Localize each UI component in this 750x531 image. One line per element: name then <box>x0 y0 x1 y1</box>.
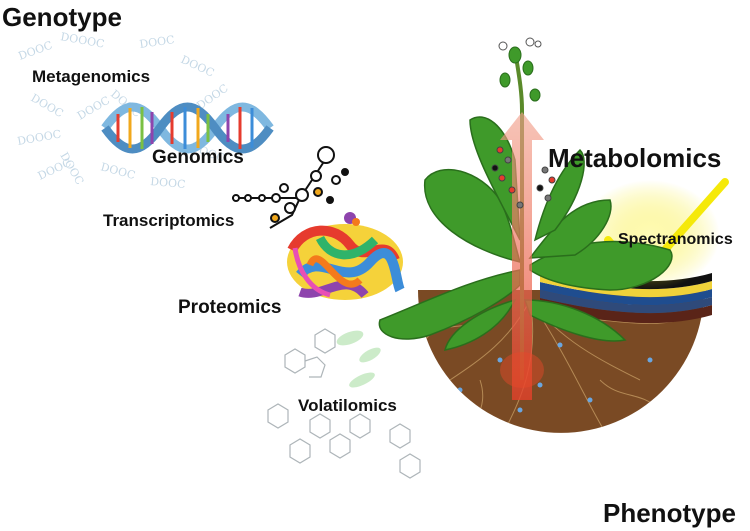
svg-text:DOOOC: DOOOC <box>59 30 105 50</box>
dna-helix-icon <box>101 102 274 154</box>
svg-text:DOOC: DOOC <box>139 33 176 51</box>
label-proteomics: Proteomics <box>178 297 282 318</box>
volatile-puffs <box>336 330 381 388</box>
plant-leaves <box>378 116 673 351</box>
svg-text:DOOC: DOOC <box>99 160 136 182</box>
root-glow <box>500 352 544 388</box>
flowers-icon <box>498 37 542 51</box>
flower-buds <box>499 46 541 102</box>
phenotype-title: Phenotype <box>603 498 736 528</box>
label-transcriptomics: Transcriptomics <box>103 211 235 230</box>
svg-text:DOOOC: DOOOC <box>16 127 62 147</box>
svg-text:DOOC: DOOC <box>150 175 186 191</box>
label-metabolomics: Metabolomics <box>548 143 722 173</box>
volatile-molecules <box>267 328 421 479</box>
svg-text:DOOC: DOOC <box>29 91 66 120</box>
protein-structure-icon <box>287 212 405 300</box>
label-genomics: Genomics <box>152 147 244 168</box>
label-volatilomics: Volatilomics <box>298 396 397 415</box>
metabolite-molecules <box>491 146 556 209</box>
svg-text:DOOC: DOOC <box>179 53 216 80</box>
svg-text:DOOC: DOOC <box>75 94 112 123</box>
label-spectranomics: Spectranomics <box>618 231 733 248</box>
metabolomics-arrow <box>500 112 544 400</box>
svg-text:DOOC: DOOC <box>17 39 55 63</box>
rna-structure-icon <box>232 146 349 229</box>
label-metagenomics: Metagenomics <box>32 67 151 86</box>
genotype-title: Genotype <box>2 2 122 32</box>
